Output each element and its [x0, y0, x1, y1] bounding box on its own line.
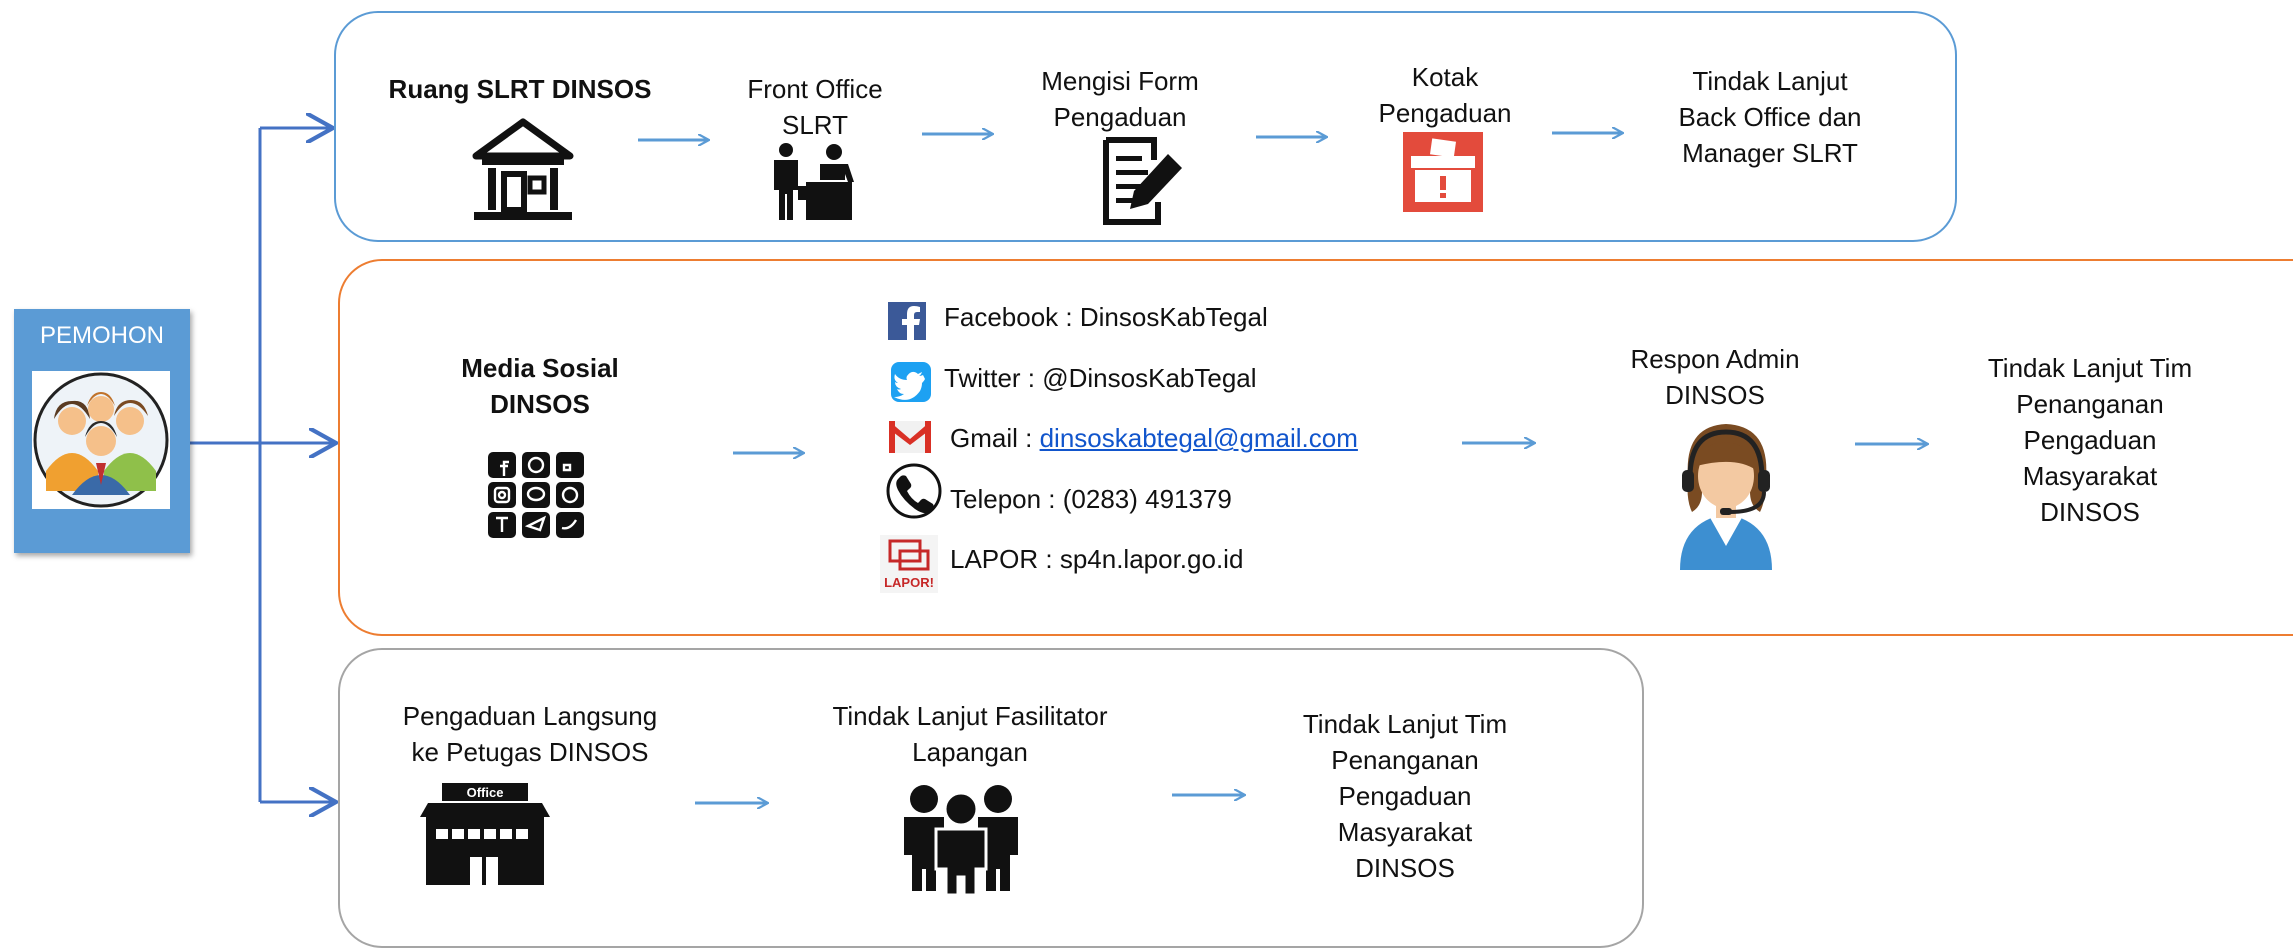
lapor-contact: LAPOR : sp4n.lapor.go.id	[950, 544, 1244, 574]
langsung-line2: ke Petugas DINSOS	[411, 737, 649, 767]
fasilitator-line2: Lapangan	[912, 737, 1028, 767]
tindak2-line5: DINSOS	[2040, 497, 2140, 527]
media-sosial-line1: Media Sosial	[461, 353, 619, 383]
tindak3-line4: Masyarakat	[1337, 817, 1473, 847]
team-icon	[902, 783, 1020, 900]
media-sosial-flow-box	[338, 259, 2293, 636]
tindak2-line1: Tindak Lanjut Tim	[1987, 353, 2193, 383]
respon-admin-label: Respon Admin DINSOS	[1590, 341, 1840, 413]
connector-lines	[190, 0, 2293, 909]
telepon-contact: Telepon : (0283) 491379	[950, 484, 1232, 514]
twitter-contact: Twitter : @DinsosKabTegal	[944, 363, 1257, 393]
tindak-lanjut-tim-langsung-label: Tindak Lanjut Tim Penanganan Pengaduan M…	[1270, 706, 1540, 886]
tindak3-line5: DINSOS	[1355, 853, 1455, 883]
tindak1-line3: Manager SLRT	[1682, 138, 1858, 168]
office-building-icon: Office	[420, 783, 550, 890]
gmail-label: Gmail :	[950, 423, 1040, 453]
tindak1-line1: Tindak Lanjut	[1692, 66, 1848, 96]
kotak-line2: Pengaduan	[1378, 98, 1512, 128]
twitter-icon	[891, 362, 931, 407]
tindak2-line4: Masyarakat	[2022, 461, 2158, 491]
mengisi-form-line1: Mengisi Form	[1041, 66, 1199, 96]
complaint-box-icon	[1403, 132, 1483, 217]
kotak-line1: Kotak	[1411, 62, 1479, 92]
group-people-icon	[32, 371, 170, 509]
front-office-line2: SLRT	[782, 110, 848, 140]
lapor-icon: LAPOR!	[880, 535, 938, 598]
fasilitator-label: Tindak Lanjut Fasilitator Lapangan	[800, 698, 1140, 770]
fasilitator-line1: Tindak Lanjut Fasilitator	[832, 701, 1108, 731]
facebook-icon	[888, 302, 926, 345]
ruang-slrt-label: Ruang SLRT DINSOS	[388, 74, 652, 104]
lapor-logo-text: LAPOR!	[884, 575, 934, 590]
gmail-icon	[887, 417, 933, 460]
respon-line2: DINSOS	[1665, 380, 1765, 410]
social-media-icons	[488, 452, 584, 543]
respon-line1: Respon Admin	[1630, 344, 1800, 374]
media-sosial-line2: DINSOS	[490, 389, 590, 419]
tindak3-line2: Penanganan	[1331, 745, 1479, 775]
tindak2-line2: Penanganan	[2016, 389, 2164, 419]
call-center-agent-icon	[1660, 418, 1792, 575]
office-sign-text: Office	[467, 785, 504, 800]
form-edit-icon	[1098, 136, 1188, 231]
front-office-icon	[768, 142, 860, 225]
tindak3-line3: Pengaduan	[1338, 781, 1472, 811]
phone-icon	[885, 462, 943, 525]
front-office-label: Front Office SLRT	[720, 71, 910, 143]
building-icon	[470, 118, 576, 229]
tindak1-line2: Back Office dan	[1678, 102, 1862, 132]
pengaduan-langsung-label: Pengaduan Langsung ke Petugas DINSOS	[380, 698, 680, 770]
tindak2-line3: Pengaduan	[2023, 425, 2157, 455]
tindak3-line1: Tindak Lanjut Tim	[1302, 709, 1508, 739]
gmail-contact: Gmail : dinsoskabtegal@gmail.com	[950, 421, 1358, 455]
langsung-line1: Pengaduan Langsung	[402, 701, 658, 731]
pemohon-box: PEMOHON	[14, 309, 190, 553]
mengisi-form-label: Mengisi Form Pengaduan	[1010, 63, 1230, 135]
media-sosial-label: Media Sosial DINSOS	[420, 350, 660, 422]
facebook-contact: Facebook : DinsosKabTegal	[944, 302, 1268, 332]
tindak-lanjut-back-office-label: Tindak Lanjut Back Office dan Manager SL…	[1620, 63, 1920, 171]
mengisi-form-line2: Pengaduan	[1053, 102, 1187, 132]
front-office-line1: Front Office	[747, 74, 883, 104]
gmail-email-link[interactable]: dinsoskabtegal@gmail.com	[1039, 423, 1358, 453]
pemohon-title: PEMOHON	[39, 322, 164, 349]
kotak-label: Kotak Pengaduan	[1345, 59, 1545, 131]
tindak-lanjut-tim-media-label: Tindak Lanjut Tim Penanganan Pengaduan M…	[1955, 350, 2225, 530]
